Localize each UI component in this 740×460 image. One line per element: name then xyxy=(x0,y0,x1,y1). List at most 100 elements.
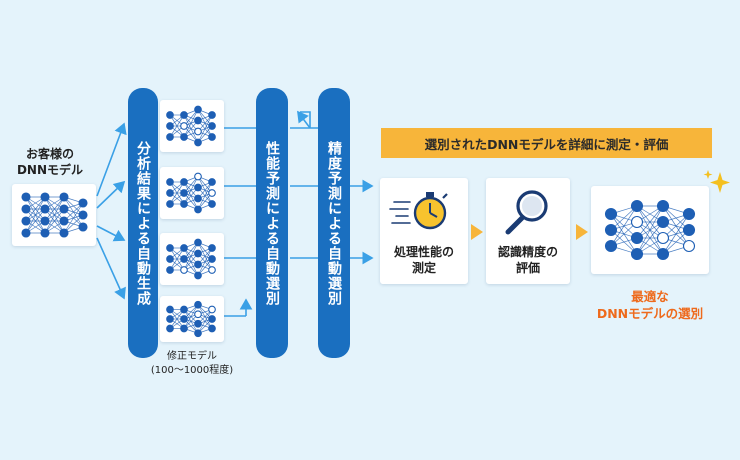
network-node xyxy=(208,189,216,197)
network-node xyxy=(78,210,88,220)
network-node xyxy=(208,244,216,252)
network-node xyxy=(78,198,88,208)
network-node xyxy=(194,138,202,147)
network-node xyxy=(194,329,202,338)
network-node xyxy=(40,216,50,226)
customer-model-label: お客様の DNNモデル xyxy=(16,147,84,177)
network-node xyxy=(59,216,69,226)
network-node xyxy=(40,204,50,214)
network-node xyxy=(21,204,31,214)
detail-evaluation-banner: 選別されたDNNモデルを詳細に測定・評価 xyxy=(381,128,712,158)
chevron-right-icon xyxy=(576,224,588,240)
network-node xyxy=(40,228,50,238)
network-node xyxy=(194,116,202,125)
network-node xyxy=(166,122,174,130)
network-node xyxy=(59,204,69,214)
optimal-model-label: 最適な DNNモデルの選別 xyxy=(596,289,704,321)
network-node xyxy=(166,255,174,263)
modified-model-card-2 xyxy=(160,167,224,219)
network-node xyxy=(40,192,50,202)
network-node xyxy=(180,244,188,252)
network-node xyxy=(166,324,174,333)
network-node xyxy=(194,319,202,328)
network-node xyxy=(682,239,696,253)
network-node xyxy=(208,111,216,119)
network-node xyxy=(194,172,202,181)
network-node xyxy=(194,183,202,192)
network-node xyxy=(682,207,696,221)
neural-network-icon xyxy=(21,192,88,238)
performance-measure-card: 処理性能の 測定 xyxy=(380,178,468,284)
accuracy-evaluate-card: 認識精度の 評価 xyxy=(486,178,570,284)
network-node xyxy=(630,215,644,229)
network-node xyxy=(180,305,188,314)
network-node xyxy=(604,239,618,253)
customer-model-card xyxy=(12,184,96,246)
network-node xyxy=(180,178,188,186)
network-node xyxy=(194,105,202,114)
network-node xyxy=(78,222,88,232)
network-node xyxy=(166,305,174,314)
network-node xyxy=(604,223,618,237)
network-node xyxy=(180,315,188,323)
neural-network-icon xyxy=(166,105,216,147)
network-node xyxy=(180,266,188,274)
auto-generate-bar: 分析結果による自動生成 xyxy=(128,88,158,358)
modified-model-card-1 xyxy=(160,100,224,152)
network-node xyxy=(194,127,202,136)
network-node xyxy=(166,133,174,141)
chevron-right-icon xyxy=(471,224,483,240)
network-node xyxy=(180,255,188,263)
network-node xyxy=(194,194,202,203)
network-node xyxy=(21,228,31,238)
network-node xyxy=(208,315,216,323)
network-node xyxy=(208,305,216,314)
network-node xyxy=(21,192,31,202)
network-node xyxy=(630,247,644,261)
network-node xyxy=(194,271,202,280)
network-node xyxy=(180,200,188,208)
modified-model-card-3 xyxy=(160,233,224,285)
network-node xyxy=(208,324,216,333)
neural-network-icon xyxy=(166,172,216,214)
step1-line2: 測定 xyxy=(411,261,436,275)
network-node xyxy=(208,133,216,141)
stopwatch-icon xyxy=(389,192,448,230)
network-node xyxy=(166,244,174,252)
sparkle-icon xyxy=(703,170,730,193)
network-node xyxy=(656,247,670,261)
network-node xyxy=(604,207,618,221)
network-node xyxy=(166,189,174,197)
network-node xyxy=(21,216,31,226)
network-node xyxy=(630,231,644,245)
network-node xyxy=(194,249,202,258)
performance-select-bar: 性能予測による自動選別 xyxy=(256,88,288,358)
network-node xyxy=(656,199,670,213)
network-node xyxy=(682,223,696,237)
step2-line2: 評価 xyxy=(515,261,540,275)
modified-model-label: 修正モデル (100〜1000程度) xyxy=(150,351,234,376)
network-node xyxy=(194,238,202,247)
optimal-model-card xyxy=(591,186,709,274)
network-node xyxy=(180,122,188,130)
network-node xyxy=(59,228,69,238)
accuracy-select-bar: 精度予測による自動選別 xyxy=(318,88,350,358)
network-node xyxy=(208,178,216,186)
network-node xyxy=(59,192,69,202)
network-node xyxy=(194,310,202,319)
network-node xyxy=(166,178,174,186)
network-node xyxy=(630,199,644,213)
network-node xyxy=(166,266,174,274)
network-node xyxy=(208,122,216,130)
network-node xyxy=(166,315,174,323)
magnifier-icon xyxy=(505,190,548,235)
network-node xyxy=(166,200,174,208)
network-node xyxy=(180,189,188,197)
network-node xyxy=(180,133,188,141)
network-node xyxy=(208,255,216,263)
network-node xyxy=(656,231,670,245)
network-node xyxy=(166,111,174,119)
network-node xyxy=(194,205,202,214)
neural-network-icon xyxy=(166,300,216,338)
network-node xyxy=(208,266,216,274)
